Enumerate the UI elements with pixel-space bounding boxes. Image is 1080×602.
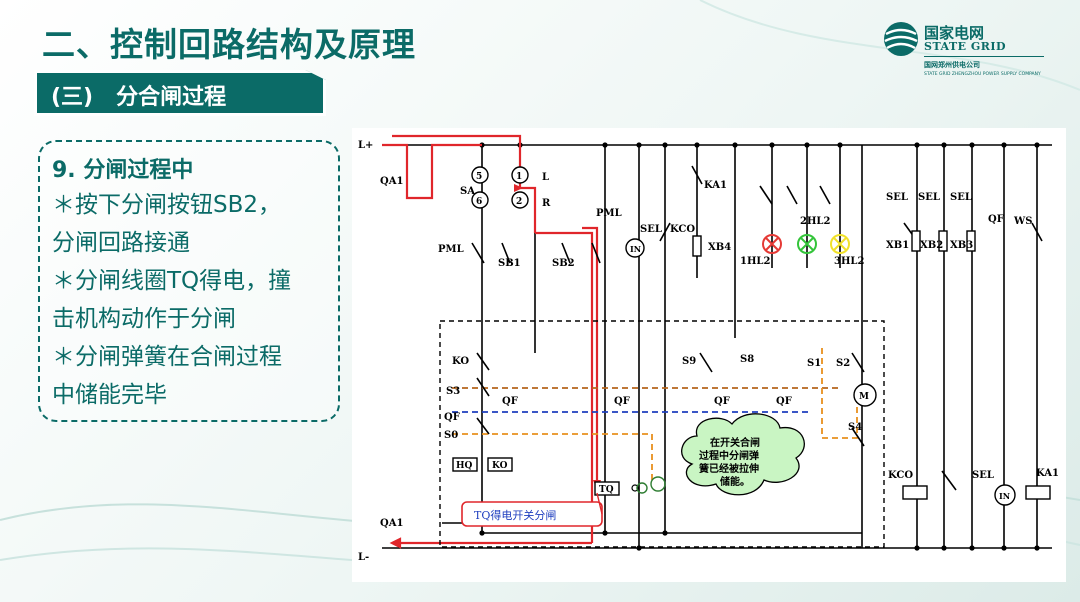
l-label: L (542, 172, 549, 183)
ko-label: KO (452, 356, 469, 367)
pml-label: PML (596, 208, 622, 219)
sel-label: SEL (886, 192, 908, 203)
xb4-label: XB4 (708, 242, 731, 253)
xb3-label: XB3 (950, 240, 973, 251)
ka1-label: KA1 (1036, 468, 1059, 479)
control-circuit-diagram: 在开关合闸 过程中分闸弹 簧已经被拉伸 储能。 TQ得电开关分闸 L+ L- Q… (352, 128, 1066, 582)
qf-label: QF (444, 412, 460, 423)
qf-label: QF (714, 396, 730, 407)
lamp-1hl2-label: 1HL2 (740, 256, 770, 267)
motor-label: M (859, 392, 869, 402)
note-title: 9. 分闸过程中 (52, 158, 194, 183)
s0-label: S0 (444, 430, 458, 441)
lamp-2hl2-label: 2HL2 (800, 216, 830, 227)
s9-label: S9 (682, 356, 696, 367)
sel-label: SEL (950, 192, 972, 203)
sb1-label: SB1 (498, 258, 521, 269)
ka1-label: KA1 (704, 180, 727, 191)
circuit-svg: 在开关合闸 过程中分闸弹 簧已经被拉伸 储能。 TQ得电开关分闸 L+ L- Q… (358, 134, 1059, 563)
qf-label: QF (614, 396, 630, 407)
note-line: 击机构动作于分闸 (52, 306, 236, 332)
xb1-label: XB1 (886, 240, 909, 251)
note-line: ＊分闸弹簧在合闸过程 (52, 344, 282, 370)
sel-label: SEL (972, 470, 994, 481)
in-label: IN (630, 244, 641, 254)
state-grid-logo: 国家电网 STATE GRID 国网郑州供电公司 STATE GRID ZHEN… (882, 20, 1052, 82)
sel-label: SEL (640, 224, 662, 235)
s3-label: S3 (446, 386, 460, 397)
page-title: 二、控制回路结构及原理 (42, 25, 416, 64)
cloud-text: 在开关合闸 (710, 436, 760, 449)
note-line: 分闸回路接通 (52, 230, 190, 256)
logo-subsidiary-cn: 国网郑州供电公司 (924, 61, 980, 69)
logo-name-cn: 国家电网 (924, 24, 985, 42)
s1-label: S1 (807, 358, 821, 369)
cloud-text: 储能。 (719, 475, 750, 488)
lplus-label: L+ (358, 140, 373, 151)
ko-coil-label: KO (492, 461, 508, 471)
spring-energy-cloud (681, 413, 805, 496)
qf-label: QF (988, 214, 1004, 225)
s2-label: S2 (836, 358, 850, 369)
indicator-lamps (762, 234, 850, 254)
lamp-3hl2-label: 3HL2 (834, 256, 864, 267)
hq-coil-label: HQ (456, 461, 473, 471)
s8-label: S8 (740, 354, 754, 365)
ws-label: WS (1013, 216, 1032, 227)
section-label: (三) 分合闸过程 (51, 85, 227, 110)
qa1-top-label: QA1 (380, 176, 403, 187)
pml-label: PML (438, 244, 464, 255)
qa1-bottom-label: QA1 (380, 518, 403, 529)
contact-6: 6 (476, 197, 482, 207)
logo-subsidiary-en: STATE GRID ZHENGZHOU POWER SUPPLY COMPAN… (924, 72, 1041, 77)
contact-5: 5 (476, 172, 482, 182)
contact-1: 1 (516, 172, 522, 182)
section-banner: (三) 分合闸过程 (34, 70, 326, 116)
tq-callout-text: TQ得电开关分闸 (474, 508, 556, 522)
kco-label: KCO (888, 470, 913, 481)
sb2-label: SB2 (552, 258, 575, 269)
cloud-text: 过程中分闸弹 (699, 449, 759, 462)
state-grid-globe-icon (884, 22, 918, 56)
note-line: ＊分闸线圈TQ得电，撞 (52, 268, 292, 294)
sel-label: SEL (918, 192, 940, 203)
energized-trip-path (382, 134, 599, 549)
note-line: ＊按下分闸按钮SB2， (52, 192, 282, 218)
sa-label: SA (460, 186, 475, 197)
note-body: ＊按下分闸按钮SB2， 分闸回路接通 ＊分闸线圈TQ得电，撞 击机构动作于分闸 … (52, 186, 338, 414)
tq-coil-label: TQ (599, 485, 614, 495)
lminus-label: L- (358, 552, 369, 563)
xb2-label: XB2 (920, 240, 943, 251)
qf-label: QF (502, 396, 518, 407)
note-line: 中储能完毕 (52, 382, 167, 408)
kco-label: KCO (670, 224, 695, 235)
r-label: R (542, 198, 551, 209)
logo-name-en: STATE GRID (924, 40, 1007, 53)
qf-label: QF (776, 396, 792, 407)
logo-rule (924, 56, 1044, 57)
in-label: IN (999, 491, 1010, 501)
explanation-box: 9. 分闸过程中 ＊按下分闸按钮SB2， 分闸回路接通 ＊分闸线圈TQ得电，撞 … (38, 140, 340, 422)
s4-label: S4 (848, 422, 862, 433)
contact-2: 2 (516, 197, 522, 207)
cloud-text: 簧已经被拉伸 (699, 462, 759, 475)
